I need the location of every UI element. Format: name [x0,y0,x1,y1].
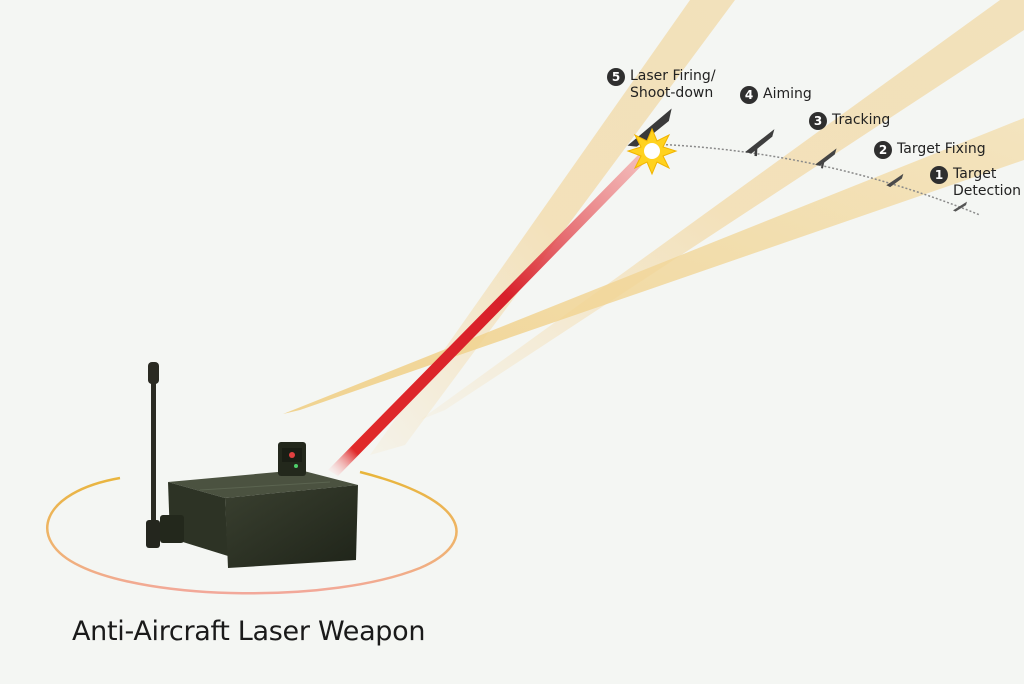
explosion-icon [626,127,678,176]
step-number-badge: 5 [607,68,625,86]
step-number-badge: 3 [809,112,827,130]
drone-icon [745,129,775,157]
drone-icon [953,201,967,212]
step-label: Tracking [832,112,891,128]
laser-weapon-icon [160,442,358,568]
drone-icon [815,148,837,169]
step-laser-firing: 5 Laser Firing/ Shoot-down [607,68,716,102]
step-number-badge: 4 [740,86,758,104]
step-tracking: 3 Tracking [809,112,890,130]
step-target-detection: 1 Target Detection [930,166,1021,200]
step-label: Aiming [763,86,812,102]
step-label: Target Fixing [897,141,986,157]
step-number-badge: 2 [874,141,892,159]
step-number-badge: 1 [930,166,948,184]
step-aiming: 4 Aiming [740,86,812,104]
step-label: Target Detection [953,166,1022,199]
laser-beam [328,149,652,476]
coverage-ring [46,470,458,595]
drone-icon [886,173,904,188]
step-target-fixing: 2 Target Fixing [874,141,986,159]
beam-middle [420,0,1024,420]
step-label: Laser Firing/ Shoot-down [630,68,716,101]
diagram-title: Anti-Aircraft Laser Weapon [72,616,426,647]
antenna-icon [146,362,160,548]
